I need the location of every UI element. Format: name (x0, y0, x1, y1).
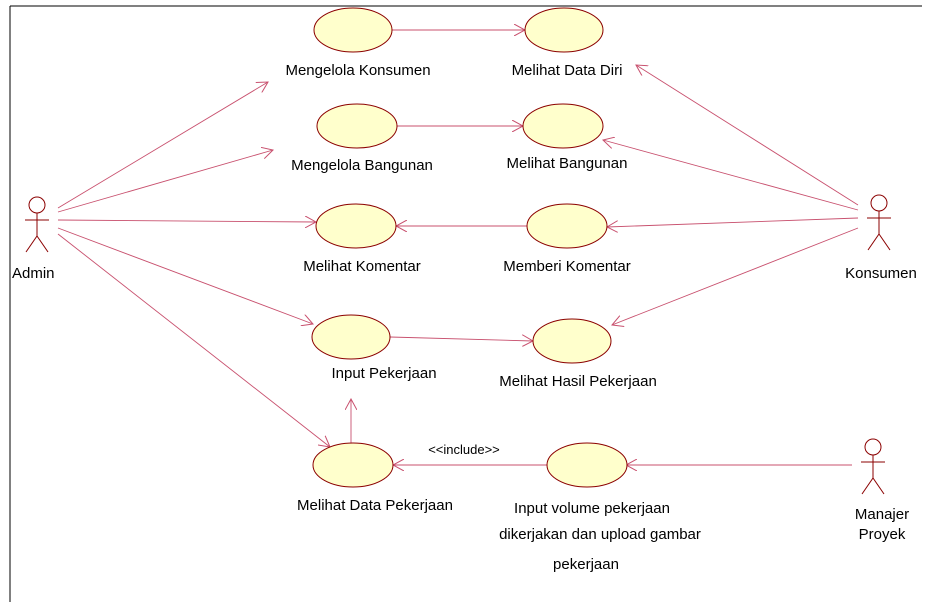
usecase-melihat-bangunan[interactable] (522, 103, 604, 149)
actor-manajer-proyek-figure[interactable] (861, 438, 885, 495)
usecase-memberi-komentar-label: Memberi Komentar (503, 258, 631, 275)
usecase-melihat-data-pekerjaan-label: Melihat Data Pekerjaan (297, 497, 453, 514)
assoc-konsumen-bangunan (603, 140, 859, 211)
usecase-mengelola-konsumen[interactable] (313, 7, 393, 53)
assoc-admin-melihat-komentar (57, 220, 316, 222)
usecase-input-pekerjaan-label: Input Pekerjaan (331, 365, 437, 382)
assoc-input-ke-hasil (389, 337, 533, 341)
usecase-melihat-data-diri[interactable] (524, 7, 604, 53)
assoc-admin-mengelola-bangunan (57, 150, 273, 213)
include-stereotype-label: <<include>> (428, 442, 500, 457)
usecase-melihat-komentar[interactable] (315, 203, 397, 249)
usecase-melihat-data-pekerjaan[interactable] (312, 442, 394, 488)
usecase-melihat-hasil-pekerjaan[interactable] (532, 318, 612, 364)
actor-admin-label: Admin (12, 265, 55, 282)
actor-manajer-label-line2: Proyek (858, 526, 906, 543)
assoc-admin-melihat-data-pekerjaan (57, 233, 330, 447)
usecase-memberi-komentar[interactable] (526, 203, 608, 249)
actor-konsumen-figure[interactable] (867, 194, 891, 251)
actor-admin-figure[interactable] (25, 196, 49, 253)
usecase-input-pekerjaan[interactable] (311, 314, 391, 360)
usecase-melihat-komentar-label: Melihat Komentar (303, 258, 421, 275)
usecase-mengelola-bangunan-label: Mengelola Bangunan (291, 157, 433, 174)
usecase-input-volume-label-line3: pekerjaan (553, 556, 619, 573)
assoc-admin-input-pekerjaan (57, 227, 313, 324)
assoc-konsumen-data-diri (636, 65, 859, 206)
usecase-melihat-data-diri-label: Melihat Data Diri (511, 62, 623, 79)
usecase-mengelola-konsumen-label: Mengelola Konsumen (285, 62, 431, 79)
assoc-konsumen-memberi-komentar (607, 217, 859, 227)
usecase-input-volume-label-line2: dikerjakan dan upload gambar (499, 526, 701, 543)
usecase-mengelola-bangunan[interactable] (316, 103, 398, 149)
assoc-admin-mengelola-konsumen (57, 82, 268, 209)
actor-manajer-label-line1: Manajer (854, 506, 910, 523)
assoc-konsumen-hasil-pekerjaan (612, 227, 859, 325)
usecase-melihat-bangunan-label: Melihat Bangunan (506, 155, 628, 172)
usecase-input-volume-pekerjaan[interactable] (546, 442, 628, 488)
usecase-melihat-hasil-pekerjaan-label: Melihat Hasil Pekerjaan (499, 373, 657, 390)
actor-konsumen-label: Konsumen (845, 265, 917, 282)
usecase-input-volume-label-line1: Input volume pekerjaan (514, 500, 670, 517)
